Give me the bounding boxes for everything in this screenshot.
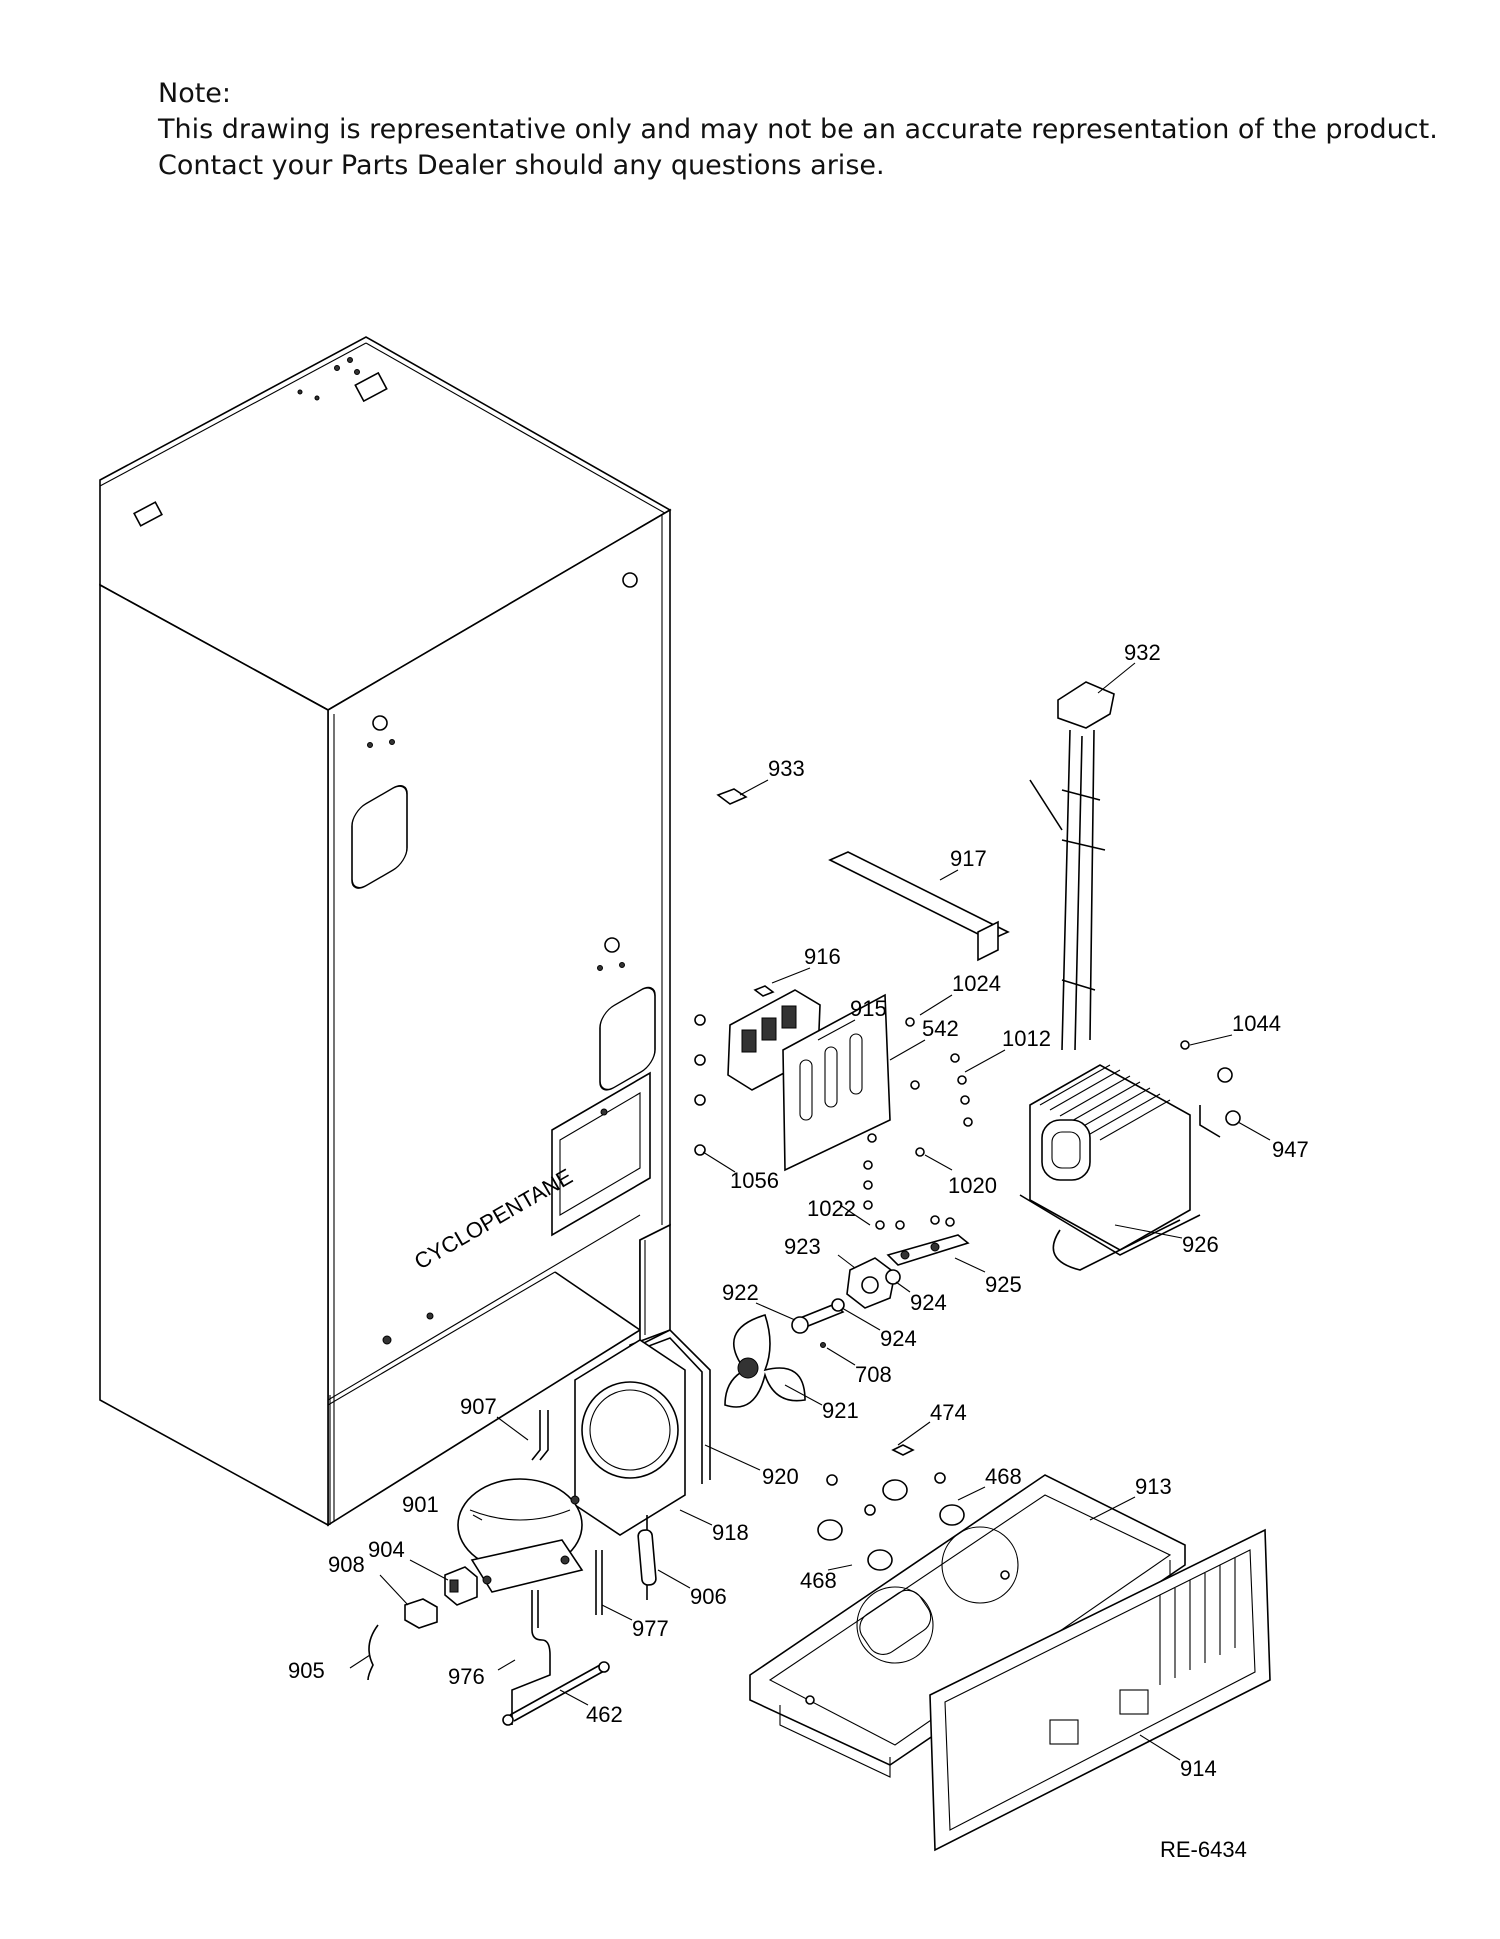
part-label: 1044	[1232, 1011, 1281, 1036]
part-number-labels: 932 933 917 916 1024 915 542 1012 1044 9…	[288, 640, 1309, 1781]
part-977-tube	[595, 1550, 603, 1615]
note-line-1: This drawing is representative only and …	[158, 114, 1438, 145]
diagram-code: RE-6434	[1160, 1837, 1247, 1862]
note-line-2: Contact your Parts Dealer should any que…	[158, 150, 885, 181]
part-label: 1020	[948, 1173, 997, 1198]
part-label: 924	[880, 1326, 917, 1351]
part-label: 926	[1182, 1232, 1219, 1257]
part-921-fan-blade	[724, 1314, 806, 1408]
part-906-drier	[637, 1515, 657, 1600]
part-462-rod	[502, 1661, 610, 1726]
part-933-clip	[716, 788, 748, 805]
part-913-base-pan	[749, 1474, 1186, 1778]
part-542-mounting-plate	[782, 993, 891, 1172]
part-976-tubing	[511, 1590, 551, 1725]
part-916-screw	[753, 985, 775, 997]
part-label: 933	[768, 756, 805, 781]
part-label: 922	[722, 1280, 759, 1305]
part-label: 915	[850, 996, 887, 1021]
part-926-condenser	[1019, 1064, 1241, 1271]
part-label: 918	[712, 1520, 749, 1545]
part-label: 542	[922, 1016, 959, 1041]
part-917-connector-strip	[828, 851, 1010, 962]
part-label: 908	[328, 1552, 365, 1577]
part-label: 474	[930, 1400, 967, 1425]
part-label: 906	[690, 1584, 727, 1609]
refrigerator-cabinet: CYCLOPENTANE	[99, 336, 672, 1527]
part-label: 921	[822, 1398, 859, 1423]
part-label: 917	[950, 846, 987, 871]
part-907-tube	[531, 1410, 549, 1461]
leader-lines	[349, 662, 1271, 1761]
part-label: 1012	[1002, 1026, 1051, 1051]
part-label: 914	[1180, 1756, 1217, 1781]
part-label: 976	[448, 1664, 485, 1689]
part-label: 1024	[952, 971, 1001, 996]
part-923-fan-motor	[846, 1257, 896, 1309]
note-heading: Note:	[158, 78, 232, 109]
part-label: 977	[632, 1616, 669, 1641]
part-label: 932	[1124, 640, 1161, 665]
part-label: 907	[460, 1394, 497, 1419]
part-901-compressor	[457, 1478, 584, 1593]
part-label: 920	[762, 1464, 799, 1489]
disclaimer-note: Note: This drawing is representative onl…	[158, 76, 1438, 184]
part-904-relay	[444, 1566, 478, 1606]
part-918-fan-shroud	[574, 1339, 686, 1536]
part-label: 468	[985, 1464, 1022, 1489]
part-label: 925	[985, 1272, 1022, 1297]
part-905-wire	[367, 1624, 379, 1681]
part-label: 947	[1272, 1137, 1309, 1162]
part-468-grommets	[817, 1444, 965, 1571]
part-label: 462	[586, 1702, 623, 1727]
part-label: 916	[804, 944, 841, 969]
part-label: 708	[855, 1362, 892, 1387]
part-label: 913	[1135, 1474, 1172, 1499]
part-908-overload	[404, 1598, 438, 1629]
part-932-harness	[1029, 681, 1115, 1051]
part-label: 1022	[807, 1196, 856, 1221]
part-label: 468	[800, 1568, 837, 1593]
part-922-shaft	[791, 1269, 901, 1348]
part-label: 904	[368, 1537, 405, 1562]
part-label: 905	[288, 1658, 325, 1683]
part-914-grille	[929, 1528, 1271, 1852]
part-label: 924	[910, 1290, 947, 1315]
part-925-bracket	[886, 1234, 970, 1266]
part-label: 923	[784, 1234, 821, 1259]
part-label: 1056	[730, 1168, 779, 1193]
part-screws	[694, 1017, 1190, 1230]
part-label: 901	[402, 1492, 439, 1517]
